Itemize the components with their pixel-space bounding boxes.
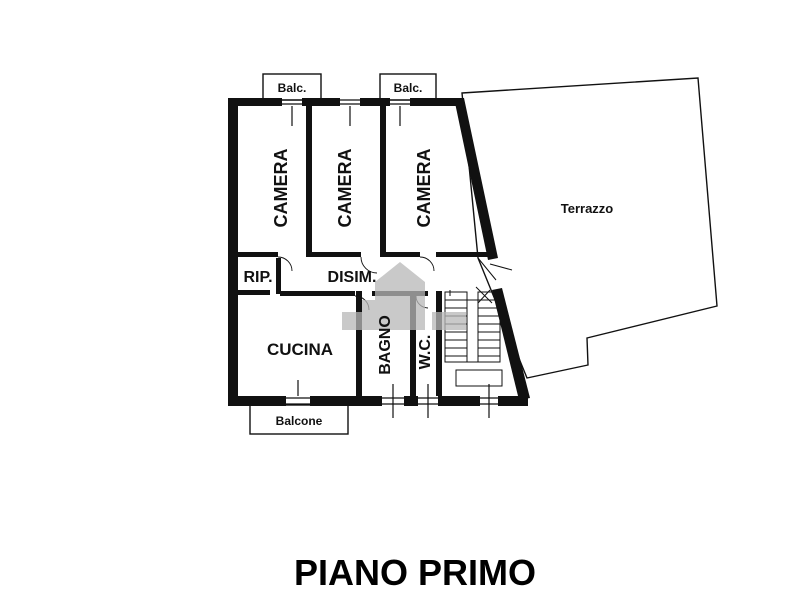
- room-label-bagno: BAGNO: [377, 315, 394, 375]
- balcone-label: Balcone: [276, 414, 323, 428]
- room-label-terrazzo: Terrazzo: [561, 201, 614, 216]
- balcony-label-right: Balc.: [394, 81, 423, 95]
- room-label-camera-1: CAMERA: [271, 149, 291, 228]
- outer-walls: [228, 98, 530, 406]
- floor-title: PIANO PRIMO: [294, 552, 536, 593]
- room-label-camera-2: CAMERA: [335, 149, 355, 228]
- room-label-cucina: CUCINA: [267, 340, 333, 359]
- watermark-house-icon: [342, 262, 466, 330]
- terrace-outline: [461, 77, 718, 379]
- balcone-box: [249, 404, 349, 435]
- room-label-camera-3: CAMERA: [414, 149, 434, 228]
- windows: [282, 99, 498, 418]
- room-label-disimpegno: DISIM.: [328, 269, 377, 286]
- balcony-right-box: [379, 73, 437, 101]
- balcony-label-left: Balc.: [278, 81, 307, 95]
- room-label-ripostiglio: RIP.: [243, 269, 272, 286]
- room-label-wc: W.C.: [417, 335, 434, 370]
